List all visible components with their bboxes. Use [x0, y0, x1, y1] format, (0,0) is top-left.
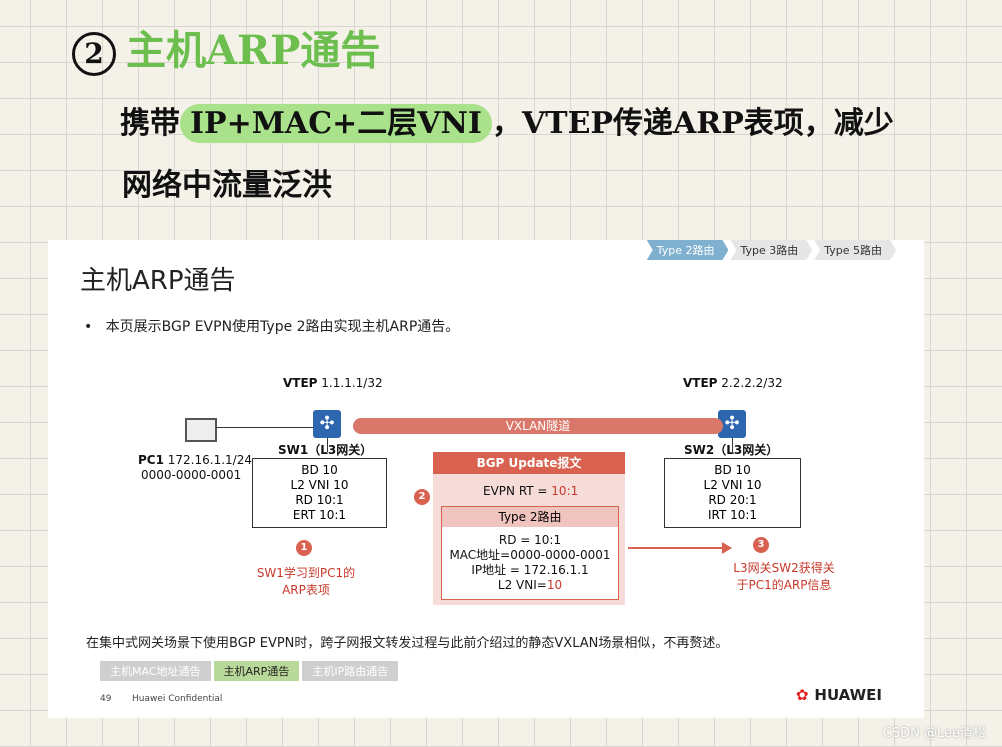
slide: Type 2路由 Type 3路由 Type 5路由 主机ARP通告 • 本页展…: [48, 240, 924, 718]
step-1-badge: 1: [296, 540, 312, 556]
handwritten-line-2: 网络中流量泛洪: [122, 168, 332, 203]
bullet-text: • 本页展示BGP EVPN使用Type 2路由实现主机ARP通告。: [84, 319, 460, 335]
bullet-content: 本页展示BGP EVPN使用Type 2路由实现主机ARP通告。: [105, 319, 460, 335]
type2-header: Type 2路由: [442, 507, 618, 527]
section-tabs: 主机MAC地址通告 主机ARP通告 主机IP路由通告: [100, 661, 401, 681]
evpn-rt: EVPN RT = 10:1: [483, 484, 579, 498]
sw2-config: BD 10 L2 VNI 10 RD 20:1 IRT 10:1: [664, 458, 801, 528]
sw1-config: BD 10 L2 VNI 10 RD 10:1 ERT 10:1: [252, 458, 387, 528]
config-line: RD 10:1: [295, 493, 344, 507]
link-line: [732, 438, 733, 452]
sw1-label: SW1（L3网关）: [278, 443, 373, 457]
tab-mac-advertisement[interactable]: 主机MAC地址通告: [100, 661, 211, 681]
bgp-update-panel: BGP Update报文 EVPN RT = 10:1 Type 2路由 RD …: [433, 452, 625, 605]
watermark: CSDN @Lee清松: [882, 726, 986, 741]
step-2-badge: 2: [414, 489, 430, 505]
arrow-line: [628, 547, 724, 549]
breadcrumb-type3[interactable]: Type 3路由: [730, 240, 812, 260]
step-3-badge: 3: [753, 537, 769, 553]
note-text: 在集中式网关场景下使用BGP EVPN时，跨子网报文转发过程与此前介绍过的静态V…: [86, 636, 729, 651]
type2-rd: RD = 10:1: [498, 533, 562, 547]
arrow-head-icon: [722, 542, 732, 554]
config-line: BD 10: [301, 463, 338, 477]
pc-icon: [185, 418, 217, 442]
pc1-label: PC1 172.16.1.1/24: [138, 453, 252, 467]
handwritten-title-text: 主机ARP通告: [126, 27, 381, 74]
huawei-flower-icon: ✿: [795, 686, 809, 704]
link-line: [216, 427, 313, 428]
breadcrumb-type2[interactable]: Type 2路由: [647, 240, 729, 260]
config-line: BD 10: [714, 463, 751, 477]
confidential-label: Huawei Confidential: [132, 694, 223, 704]
vtep2-label: VTEP 2.2.2.2/32: [683, 376, 783, 390]
vtep1-label: VTEP 1.1.1.1/32: [283, 376, 383, 390]
type2-ip: IP地址 = 172.16.1.1: [471, 563, 589, 577]
pc1-mac: 0000-0000-0001: [141, 468, 242, 482]
type2-mac: MAC地址=0000-0000-0001: [449, 548, 611, 562]
circle-number: 2: [72, 32, 116, 76]
highlighted-text: IP+MAC+二层VNI: [180, 104, 492, 143]
config-line: ERT 10:1: [292, 508, 347, 522]
note-text: 携带: [120, 106, 180, 141]
page-number: 49: [100, 694, 112, 704]
breadcrumb-type5[interactable]: Type 5路由: [814, 240, 896, 260]
huawei-logo: ✿HUAWEI: [795, 686, 882, 704]
note-text: ，VTEP传递ARP表项，减少: [491, 106, 894, 141]
config-line: L2 VNI 10: [703, 478, 762, 492]
slide-title: 主机ARP通告: [80, 266, 236, 296]
step-3-text: L3网关SW2获得关于PC1的ARP信息: [733, 561, 835, 592]
config-line: RD 20:1: [708, 493, 757, 507]
tab-arp-advertisement[interactable]: 主机ARP通告: [213, 661, 300, 681]
config-line: IRT 10:1: [707, 508, 758, 522]
config-line: L2 VNI 10: [290, 478, 349, 492]
switch-icon: ✣: [313, 410, 341, 438]
tab-ip-route-advertisement[interactable]: 主机IP路由通告: [302, 661, 399, 681]
breadcrumb: Type 2路由 Type 3路由 Type 5路由: [645, 240, 896, 260]
type2-vni: L2 VNI=10: [497, 578, 563, 592]
link-line: [327, 438, 328, 452]
sw2-label: SW2（L3网关）: [684, 443, 779, 457]
vxlan-tunnel: VXLAN隧道: [353, 418, 723, 434]
type2-route-box: Type 2路由 RD = 10:1 MAC地址=0000-0000-0001 …: [441, 506, 619, 600]
bgp-header: BGP Update报文: [433, 452, 625, 474]
